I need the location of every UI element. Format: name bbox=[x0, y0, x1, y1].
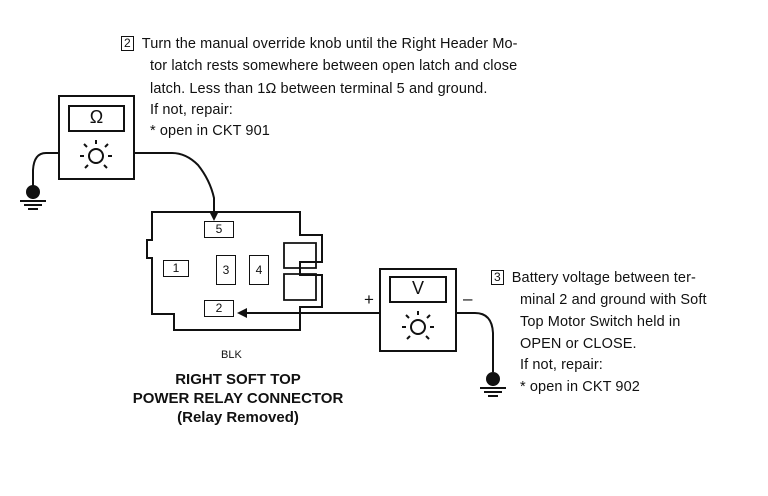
ground-symbol-left bbox=[20, 185, 46, 210]
ohmmeter-probe-lead bbox=[134, 152, 215, 214]
ohmmeter-ground-lead bbox=[32, 152, 59, 186]
terminal-5: 5 bbox=[204, 221, 234, 238]
step3-line-5: If not, repair: bbox=[520, 357, 603, 373]
step2-line-5: * open in CKT 901 bbox=[150, 123, 270, 139]
meter-bulb-icon bbox=[80, 140, 112, 169]
step3-line-2: minal 2 and ground with Soft bbox=[520, 292, 707, 308]
step3-line-4: OPEN or CLOSE. bbox=[520, 336, 637, 352]
step3-number: 3 bbox=[491, 270, 504, 285]
terminal-3: 3 bbox=[216, 255, 236, 285]
terminal-4: 4 bbox=[249, 255, 269, 285]
ohmmeter-body bbox=[58, 95, 135, 180]
step2-line-3: latch. Less than 1Ω between terminal 5 a… bbox=[150, 81, 488, 97]
step3-line-6: * open in CKT 902 bbox=[520, 379, 640, 395]
meter-bulb-icon bbox=[402, 311, 434, 340]
connector-outline bbox=[146, 211, 323, 331]
ohmmeter-symbol: Ω bbox=[89, 107, 104, 127]
voltmeter-body bbox=[379, 268, 457, 352]
wire-color-label: BLK bbox=[221, 349, 242, 361]
terminal-1: 1 bbox=[163, 260, 189, 277]
voltmeter-minus-sign: – bbox=[463, 289, 473, 308]
connector-title-line-1: RIGHT SOFT TOP bbox=[175, 371, 301, 388]
connector-title-line-3: (Relay Removed) bbox=[177, 409, 299, 426]
connector-title-line-2: POWER RELAY CONNECTOR bbox=[132, 390, 344, 407]
voltmeter-ground-lead bbox=[456, 312, 494, 372]
step2-line-2: tor latch rests somewhere between open l… bbox=[150, 58, 518, 74]
step2-number: 2 bbox=[121, 36, 134, 51]
ohmmeter-display bbox=[68, 105, 125, 132]
step2-line-4: If not, repair: bbox=[150, 102, 233, 118]
voltmeter-display bbox=[389, 276, 447, 303]
terminal-2: 2 bbox=[204, 300, 234, 317]
voltmeter-plus-sign: + bbox=[364, 290, 374, 309]
voltmeter-symbol: V bbox=[411, 278, 424, 298]
step3-line-3: Top Motor Switch held in bbox=[520, 314, 681, 330]
ground-symbol-right bbox=[480, 372, 506, 397]
